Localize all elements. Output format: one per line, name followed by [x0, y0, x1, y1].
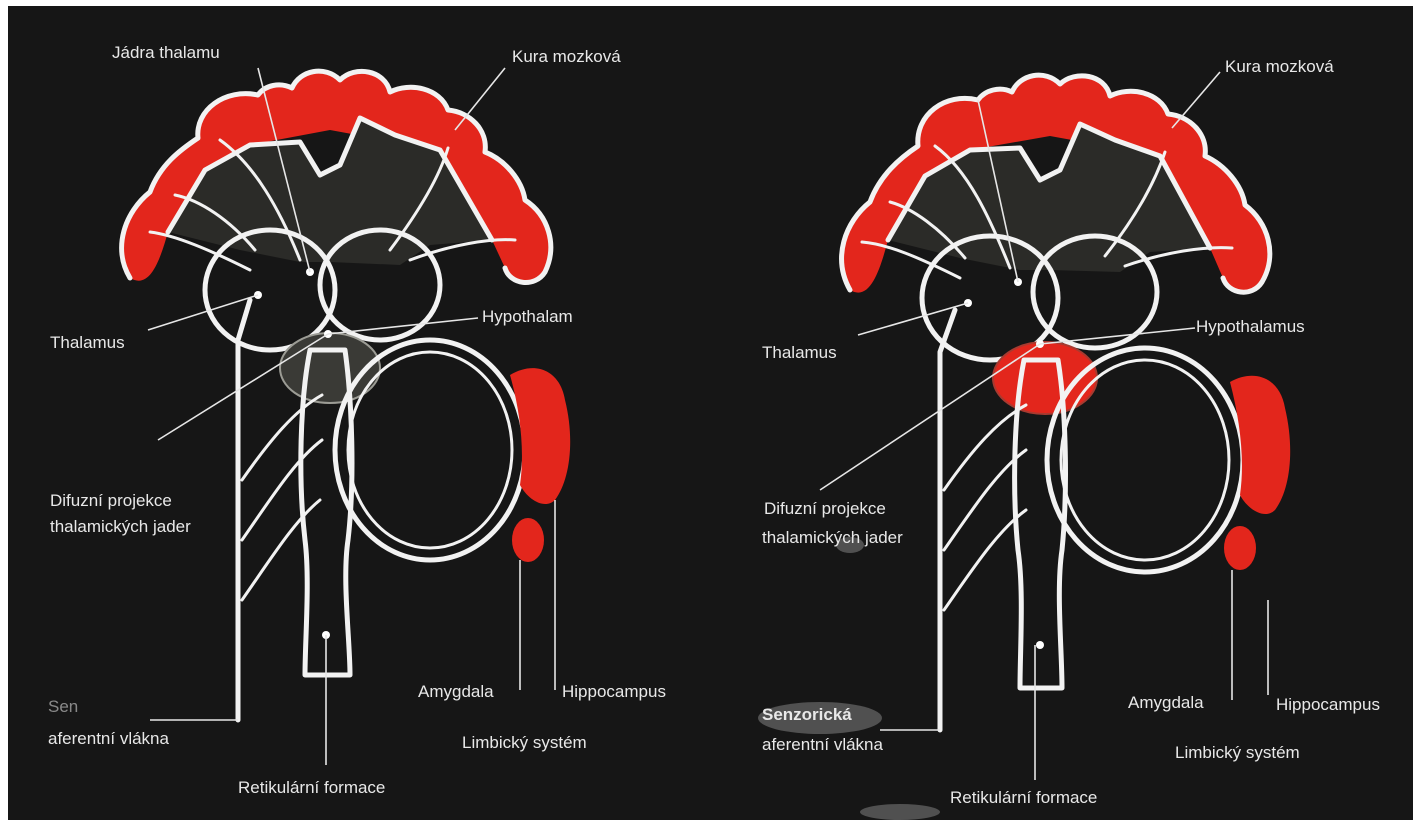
- right-label-kura-mozkova: Kura mozková: [1225, 57, 1334, 76]
- right-dot-retikularni: [1036, 641, 1044, 649]
- left-label-hippocampus: Hippocampus: [562, 682, 666, 701]
- right-label-difuzni-1: Difuzní projekce: [764, 499, 886, 518]
- left-label-thalamus: Thalamus: [50, 333, 125, 352]
- left-label-kura-mozkova: Kura mozková: [512, 47, 621, 66]
- left-label-senzoricka-1: Sen: [48, 697, 78, 716]
- right-label-senzoricka-2: aferentní vlákna: [762, 735, 884, 754]
- left-label-senzoricka-2: aferentní vlákna: [48, 729, 170, 748]
- left-label-amygdala: Amygdala: [418, 682, 494, 701]
- right-label-hypothalamus: Hypothalamus: [1196, 317, 1305, 336]
- left-label-hypothalamus: Hypothalam: [482, 307, 573, 326]
- left-label-difuzni-2: thalamických jader: [50, 517, 191, 536]
- right-label-retikularni: Retikulární formace: [950, 788, 1097, 807]
- right-label-difuzni-2: thalamických jader: [762, 528, 903, 547]
- left-label-jadra-thalamu: Jádra thalamu: [112, 43, 220, 62]
- left-amygdala: [512, 518, 544, 562]
- right-label-thalamus: Thalamus: [762, 343, 837, 362]
- left-label-limbicky: Limbický systém: [462, 733, 587, 752]
- right-label-amygdala: Amygdala: [1128, 693, 1204, 712]
- right-label-senzoricka-1: Senzorická: [762, 705, 852, 724]
- right-label-hippocampus: Hippocampus: [1276, 695, 1380, 714]
- left-label-difuzni-1: Difuzní projekce: [50, 491, 172, 510]
- right-amygdala: [1224, 526, 1256, 570]
- left-label-retikularni: Retikulární formace: [238, 778, 385, 797]
- right-label-limbicky: Limbický systém: [1175, 743, 1300, 762]
